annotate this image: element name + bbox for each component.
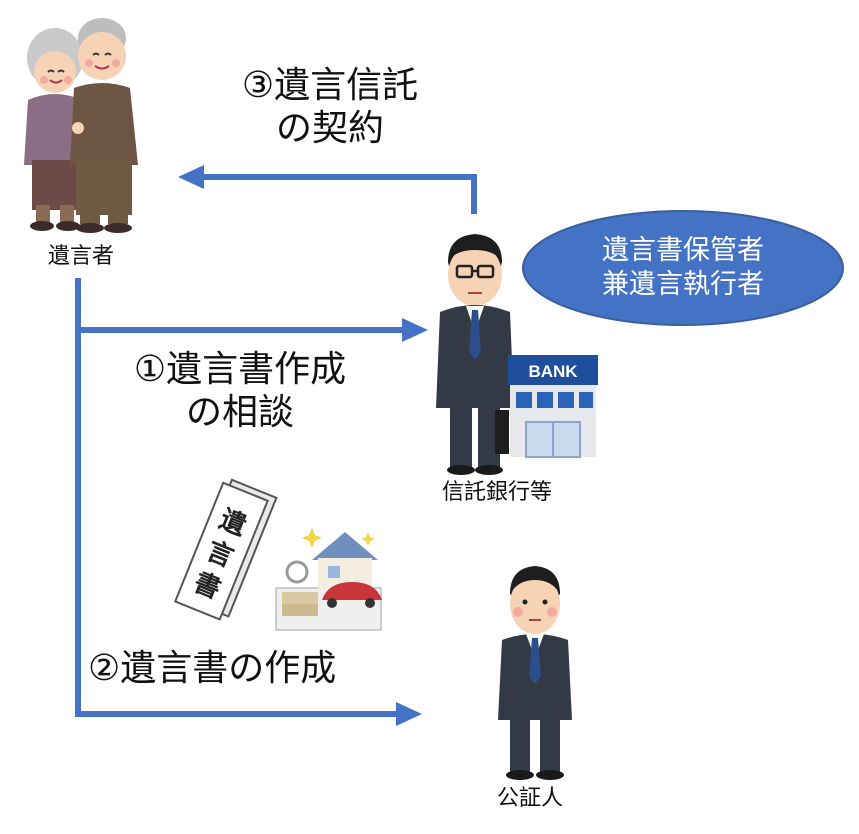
role-line-1: 遺言書保管者 — [602, 235, 764, 266]
step1-line-2: の相談 — [185, 392, 294, 434]
step2-label: ②遺言書の作成 — [88, 648, 337, 689]
bank-building-icon: BANK — [508, 355, 598, 458]
role-bubble — [522, 210, 844, 326]
bank-label: 信託銀行等 — [441, 480, 552, 505]
step1-label: ①遺言書作成 の相談 — [100, 348, 380, 434]
arrow-step3 — [200, 174, 477, 214]
step3-line-1: ③遺言信託 — [241, 65, 419, 106]
arrow-step2-head — [396, 702, 422, 726]
role-line-2: 兼遺言執行者 — [602, 268, 764, 300]
testator-label: 遺言者 — [47, 244, 114, 269]
notary-label: 公証人 — [496, 786, 563, 811]
arrow-step1 — [75, 278, 415, 333]
arrow-step2 — [75, 330, 408, 717]
step1-line-1: ①遺言書作成 — [133, 349, 347, 390]
elderly-couple-icon — [24, 18, 138, 233]
role-bubble-text: 遺言書保管者 兼遺言執行者 — [553, 234, 813, 302]
will-document-icon: 遺 言 書 — [173, 478, 278, 621]
flow-arrows — [75, 165, 477, 726]
notary-man-icon — [498, 566, 572, 780]
arrow-step1-head — [402, 318, 428, 342]
businessman-glasses-icon — [436, 234, 514, 475]
assets-icon — [275, 528, 382, 631]
arrow-step3-head — [178, 165, 204, 189]
step3-label: ③遺言信託 の契約 — [205, 64, 455, 150]
step3-line-2: の契約 — [275, 108, 384, 150]
bank-sign: BANK — [528, 362, 578, 381]
